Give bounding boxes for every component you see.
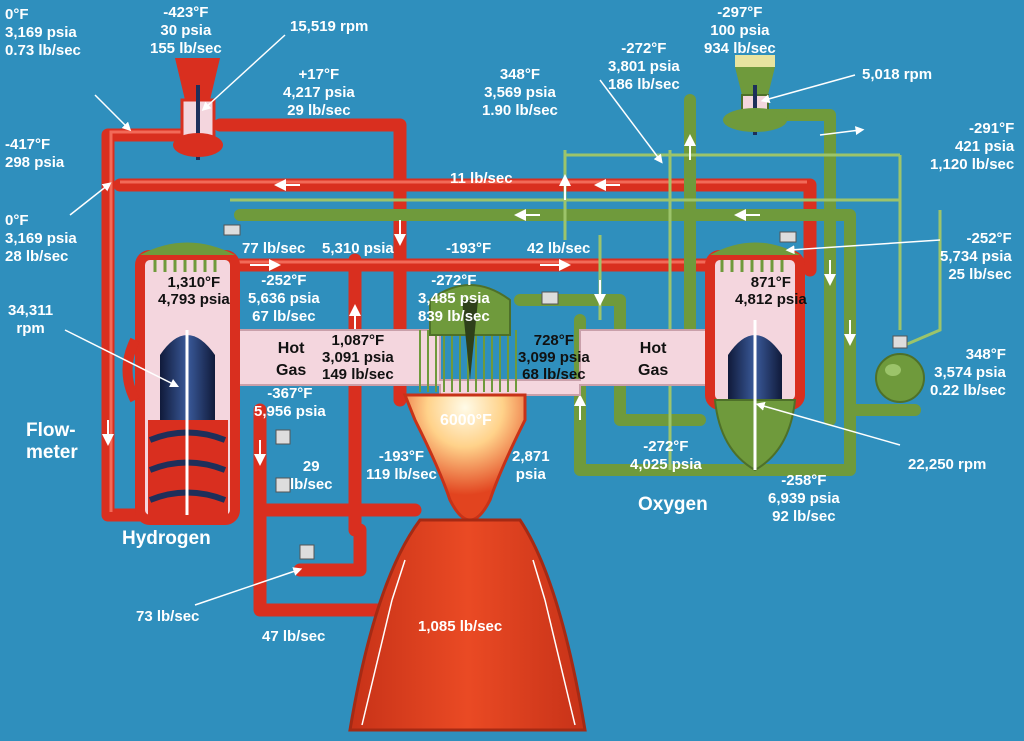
label-hot-gas-left-values: 1,087°F 3,091 psia 149 lb/sec bbox=[322, 332, 394, 383]
label-lox-272-3801: -272°F 3,801 psia 186 lb/sec bbox=[608, 40, 680, 93]
label-fuel-preburner: 1,310°F 4,793 psia bbox=[158, 274, 230, 308]
leader-lines bbox=[64, 34, 941, 606]
flow-arrows bbox=[102, 134, 856, 466]
label-lh-pump-inlet: -423°F 30 psia 155 lb/sec bbox=[150, 4, 222, 57]
label-hot-gas-right: Hot Gas bbox=[638, 340, 669, 379]
nozzle-coolant-tubes bbox=[361, 559, 576, 726]
label-flow-11: 11 lb/sec bbox=[450, 170, 513, 187]
label-lox-main-speed: 22,250 rpm bbox=[908, 456, 987, 473]
label-flow-42: 42 lb/sec bbox=[527, 240, 591, 257]
lp-oxidizer-turbopump bbox=[723, 55, 787, 135]
label-nozzle-flow: 1,085 lb/sec bbox=[418, 618, 503, 635]
label-lox-258: -258°F 6,939 psia 92 lb/sec bbox=[768, 472, 840, 525]
label-lh-367: -367°F 5,956 psia bbox=[254, 385, 326, 420]
label-ox-preburner: 871°F 4,812 psia bbox=[735, 274, 807, 308]
label-he-348: 348°F 3,574 psia 0.22 lb/sec bbox=[930, 346, 1006, 399]
injector-elements bbox=[419, 330, 517, 392]
label-oxygen: Oxygen bbox=[638, 494, 708, 515]
label-lh-193: -193°F 119 lb/sec bbox=[366, 448, 437, 483]
label-lh-main-speed: 34,311 rpm bbox=[8, 302, 54, 337]
label-flowmeter: Flow- meter bbox=[26, 420, 78, 463]
label-psia-5310: 5,310 psia bbox=[322, 240, 394, 257]
lp-fuel-turbopump bbox=[173, 58, 223, 160]
label-lh-boost-out: +17°F 4,217 psia 29 lb/sec bbox=[283, 66, 355, 119]
label-hot-gas-right-values: 728°F 3,099 psia 68 lb/sec bbox=[518, 332, 590, 383]
label-flow-73: 73 lb/sec bbox=[136, 608, 200, 625]
label-lox-291: -291°F 421 psia 1,120 lb/sec bbox=[930, 120, 1015, 173]
label-lh-boost-speed: 15,519 rpm bbox=[290, 18, 369, 35]
label-lh-inlet: 0°F 3,169 psia 0.73 lb/sec bbox=[5, 6, 81, 59]
label-chamber-temp: 6000°F bbox=[440, 412, 492, 429]
label-lox-inlet: -297°F 100 psia 934 lb/sec bbox=[704, 4, 776, 57]
label-lh-0f-28: 0°F 3,169 psia 28 lb/sec bbox=[5, 212, 77, 265]
label-fpb-fuel-in: -252°F 5,636 psia 67 lb/sec bbox=[248, 272, 320, 325]
label-mcc-in: -272°F 3,485 psia 839 lb/sec bbox=[418, 272, 490, 325]
valve-icon bbox=[223, 224, 908, 560]
nozzle-bell bbox=[348, 518, 587, 732]
label-hot-gas-left: Hot Gas bbox=[276, 340, 307, 379]
label-lh-417: -417°F 298 psia bbox=[5, 136, 65, 171]
label-chamber-pressure: 2,871 psia bbox=[512, 448, 550, 483]
fuel-turbopump bbox=[122, 242, 240, 525]
label-flow-77: 77 lb/sec bbox=[242, 240, 306, 257]
label-flow-47: 47 lb/sec bbox=[262, 628, 326, 645]
label-lox-252: -252°F 5,734 psia 25 lb/sec bbox=[940, 230, 1012, 283]
label-hydrogen: Hydrogen bbox=[122, 528, 211, 549]
oxidizer-turbopump bbox=[705, 242, 805, 472]
label-lox-boost-speed: 5,018 rpm bbox=[862, 66, 933, 83]
label-flow-29: 29 lb/sec bbox=[290, 458, 333, 493]
hydrogen-lines bbox=[101, 118, 817, 617]
heat-exchanger-icon bbox=[875, 353, 925, 403]
injector-post-center bbox=[462, 300, 478, 380]
lh-flowmeter-loop bbox=[101, 128, 207, 522]
label-lox-348: 348°F 3,569 psia 1.90 lb/sec bbox=[482, 66, 558, 119]
label-lox-272-4025: -272°F 4,025 psia bbox=[630, 438, 702, 473]
label-t-193-top: -193°F bbox=[446, 240, 492, 257]
